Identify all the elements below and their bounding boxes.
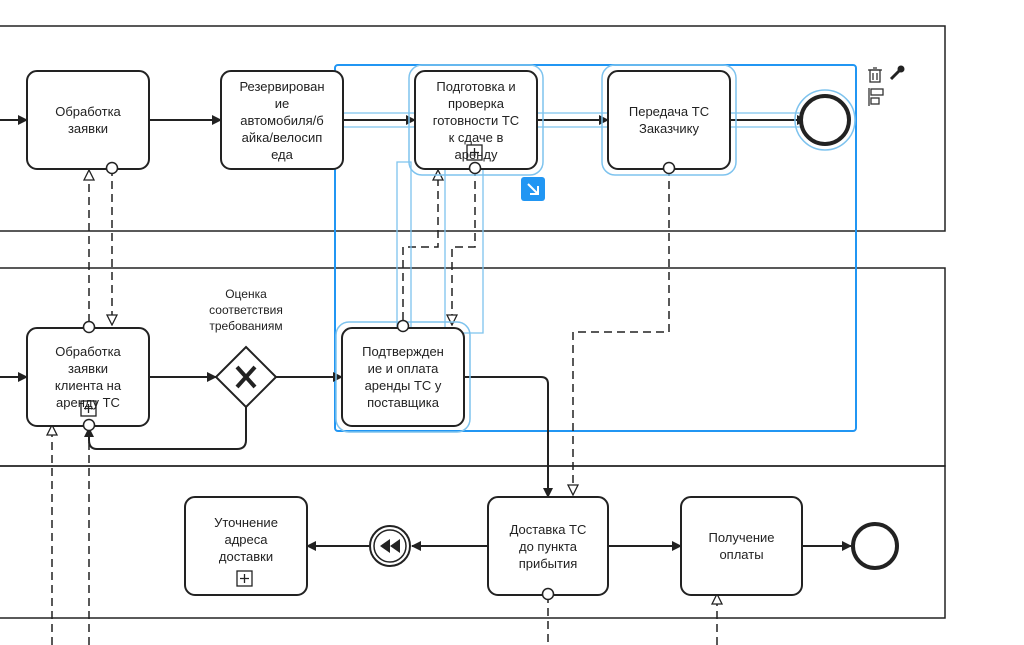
task-poluchenie[interactable] xyxy=(680,496,803,596)
sequence-flow[interactable] xyxy=(464,376,553,498)
resize-handle-icon[interactable] xyxy=(521,177,545,201)
message-origin-circle xyxy=(396,319,410,333)
task-highlight xyxy=(408,64,544,176)
task-highlight xyxy=(601,64,737,176)
lane-top[interactable] xyxy=(0,25,946,232)
message-origin-circle xyxy=(105,161,119,175)
end-event[interactable] xyxy=(851,522,899,570)
flow-highlight xyxy=(444,161,484,334)
task-podtverzhdenie[interactable] xyxy=(341,327,465,427)
wrench-icon[interactable] xyxy=(889,65,905,81)
exclusive-gateway-x xyxy=(235,365,257,389)
collapsed-subprocess-marker xyxy=(236,570,253,587)
align-icon[interactable] xyxy=(868,88,884,106)
task-peredacha[interactable] xyxy=(607,70,731,170)
task-dostavka[interactable] xyxy=(487,496,609,596)
message-origin-circle xyxy=(468,161,482,175)
message-origin-circle xyxy=(541,587,555,601)
trash-icon[interactable] xyxy=(868,67,882,83)
collapsed-subprocess-marker xyxy=(80,400,97,417)
collapsed-subprocess-marker xyxy=(466,144,483,161)
message-origin-circle xyxy=(82,320,96,334)
task-utochnenie[interactable] xyxy=(184,496,308,596)
message-flow[interactable] xyxy=(573,168,670,490)
message-origin-circle xyxy=(662,161,676,175)
lane-bottom[interactable] xyxy=(0,465,946,619)
message-flow[interactable] xyxy=(452,168,476,320)
flow-highlight xyxy=(396,161,412,331)
task-rezervirovanie[interactable] xyxy=(220,70,344,170)
exclusive-gateway[interactable] xyxy=(214,345,278,409)
task-obrabotka-zayavki[interactable] xyxy=(26,70,150,170)
end-event-highlight xyxy=(794,89,856,151)
message-origin-circle xyxy=(82,418,96,432)
end-event[interactable] xyxy=(799,94,851,146)
compensation-event[interactable] xyxy=(369,525,411,567)
selection-box[interactable] xyxy=(334,64,857,432)
message-flow[interactable] xyxy=(402,175,438,320)
